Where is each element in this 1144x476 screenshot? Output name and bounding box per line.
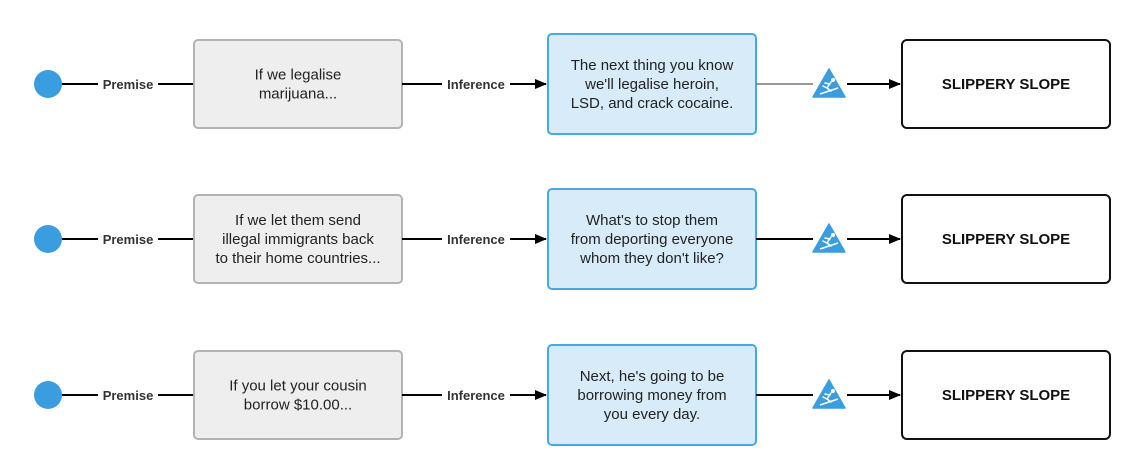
premise-text-line: If we legalise [255, 67, 342, 84]
result-label: SLIPPERY SLOPE [942, 387, 1070, 404]
slippery-slope-warning-icon [812, 379, 846, 409]
slope-line-icon [819, 398, 839, 406]
inference-text: Next, he's going to be borrowing money fr… [577, 368, 726, 423]
slippery-slope-warning-icon [812, 68, 846, 98]
premise-box [193, 39, 403, 129]
result-label: SLIPPERY SLOPE [942, 231, 1070, 248]
warning-triangle-icon [812, 379, 846, 409]
premise-text: If we legalise marijuana... [255, 67, 342, 103]
premise-label: Premise [103, 77, 154, 92]
inference-text: The next thing you know we'll legalise he… [571, 57, 734, 112]
figure-body-icon [822, 236, 832, 247]
inference-text-line: The next thing you know [571, 57, 734, 74]
premise-text-line: marijuana... [259, 86, 337, 103]
inference-text-line: borrowing money from [577, 387, 726, 404]
inference-label: Inference [447, 232, 505, 247]
inference-text-line: you every day. [604, 406, 700, 423]
inference-text-line: What's to stop them [586, 212, 718, 229]
slope-line-icon [819, 87, 839, 95]
slope-line-icon [819, 242, 839, 250]
premise-text-line: If we let them send [235, 212, 361, 229]
result-label: SLIPPERY SLOPE [942, 76, 1070, 93]
result-box [901, 194, 1111, 284]
slippery-slope-warning-icon [812, 223, 846, 253]
result-box [901, 39, 1111, 129]
figure-head-icon [831, 78, 835, 82]
figure-body-icon [822, 392, 832, 403]
premise-label: Premise [103, 388, 154, 403]
premise-text-line: If you let your cousin [229, 378, 367, 395]
argument-row: Premise If we legalise marijuana... Inferen… [34, 33, 1111, 135]
start-node-icon [34, 70, 62, 98]
inference-text-line: Next, he's going to be [580, 368, 725, 385]
premise-label: Premise [103, 232, 154, 247]
argument-row: Premise If we let them send illegal immigr… [34, 188, 1111, 290]
argument-row: Premise If you let your cousin borrow $10.… [34, 344, 1111, 446]
inference-label: Inference [447, 388, 505, 403]
inference-text-line: whom they don't like? [579, 250, 724, 267]
premise-text-line: to their home countries... [215, 250, 380, 267]
start-node-icon [34, 225, 62, 253]
premise-text: If we let them send illegal immigrants ba… [215, 212, 380, 267]
warning-triangle-icon [812, 68, 846, 98]
inference-text-line: from deporting everyone [571, 231, 734, 248]
start-node-icon [34, 381, 62, 409]
premise-text-line: borrow $10.00... [244, 397, 352, 414]
figure-head-icon [831, 389, 835, 393]
inference-text-line: we'll legalise heroin, [584, 76, 719, 93]
figure-body-icon [822, 81, 832, 92]
premise-text: If you let your cousin borrow $10.00... [229, 378, 367, 414]
figure-head-icon [831, 233, 835, 237]
premise-box [193, 350, 403, 440]
inference-label: Inference [447, 77, 505, 92]
result-box [901, 350, 1111, 440]
premise-text-line: illegal immigrants back [222, 231, 374, 248]
inference-text: What's to stop them from deporting everyo… [571, 212, 734, 267]
warning-triangle-icon [812, 223, 846, 253]
inference-text-line: LSD, and crack cocaine. [571, 95, 734, 112]
